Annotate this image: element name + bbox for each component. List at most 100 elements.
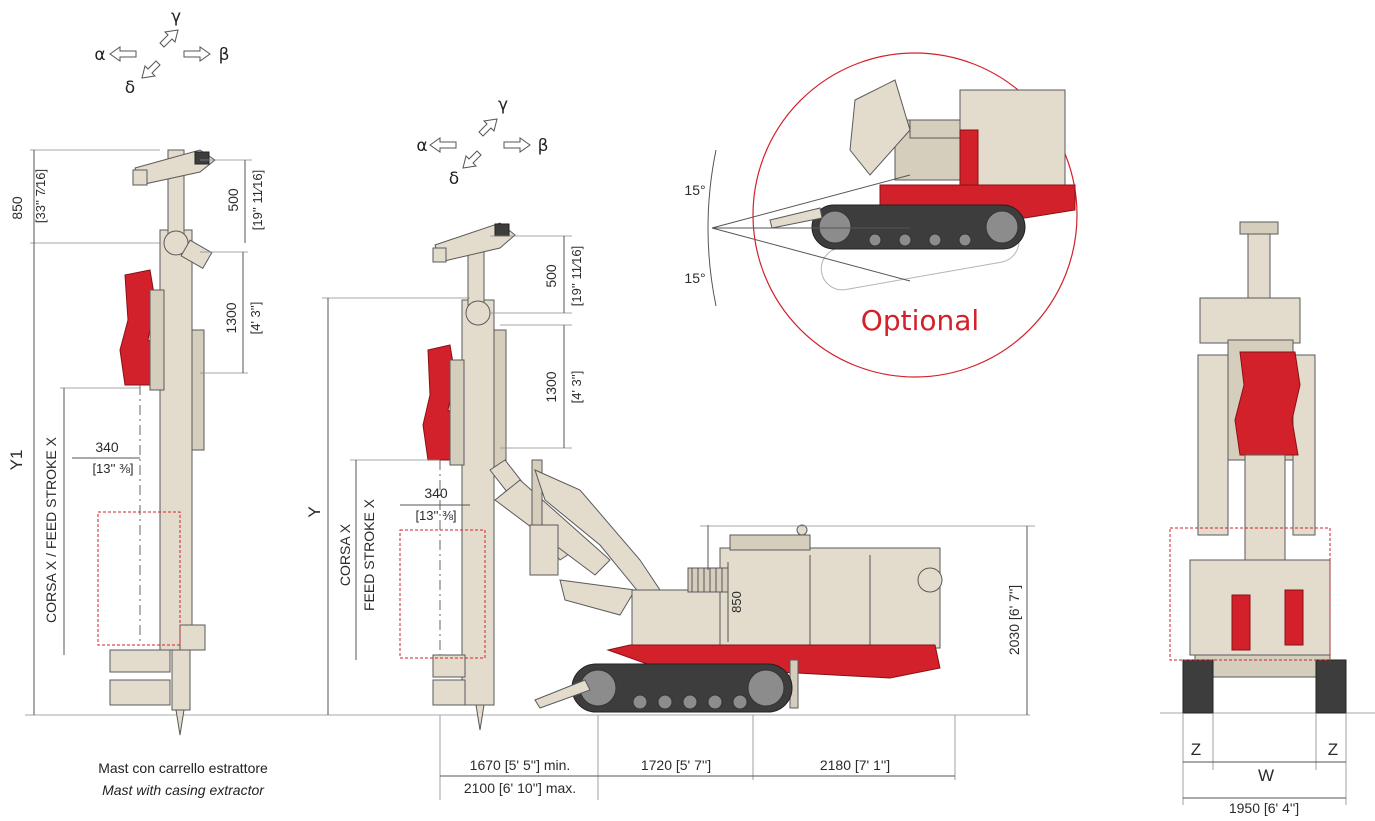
front-left-panel: [1197, 354, 1229, 536]
dim-y: Y: [305, 506, 324, 517]
dim-1300-in: [4' 3'']: [248, 302, 263, 335]
dim-w: W: [1258, 766, 1274, 785]
dim-stroke: CORSA X / FEED STROKE X: [43, 436, 59, 623]
mast-cylinder-head: [180, 239, 213, 269]
caption-english: Mast with casing extractor: [102, 782, 265, 798]
mast-rail: [493, 329, 507, 471]
gamma-label: γ: [498, 95, 508, 115]
arrow-right-icon: [503, 137, 531, 153]
mast-head-pulley: [432, 247, 447, 263]
direction-arrows-left: γ α β δ: [94, 7, 229, 98]
front-rotary-head: [1234, 351, 1301, 456]
track-roller: [898, 233, 912, 247]
alpha-label: α: [416, 136, 427, 156]
dim-850: 850: [9, 196, 25, 220]
track-roller: [928, 233, 942, 247]
dim-340: 340: [424, 485, 448, 501]
arrow-left-icon: [429, 137, 457, 153]
track-wheel: [985, 210, 1019, 244]
dim-340-in: [13'' ⅜]: [415, 508, 456, 523]
dim-2100: 2100 [6' 10''] max.: [464, 780, 576, 796]
mast-spike: [475, 704, 485, 731]
beta-label: β: [219, 45, 230, 65]
arrow-down-icon: [462, 150, 482, 169]
extractor-block: [179, 624, 206, 651]
carriage-frame: [449, 359, 465, 466]
angle-down: 15°: [684, 270, 705, 286]
track-roller: [632, 694, 648, 710]
arrow-right-icon: [183, 46, 211, 62]
direction-arrows-center: γ α β δ: [416, 95, 548, 189]
detail-blade: [769, 207, 823, 229]
front-body: [1189, 559, 1331, 656]
arrow-down-icon: [141, 60, 161, 79]
dim-2030: 2030 [6' 7'']: [1006, 585, 1022, 655]
front-red-right: [1284, 589, 1304, 646]
mast-joint: [465, 300, 491, 326]
front-view-machine: Z Z W 1950 [6' 4'']: [1169, 221, 1347, 816]
stroke-zone: [97, 511, 181, 646]
track-roller: [657, 694, 673, 710]
angle-arc: [707, 149, 717, 307]
front-chassis: [1194, 654, 1331, 678]
carriage-frame: [149, 289, 165, 391]
cabin-left: [631, 589, 725, 646]
delta-label: δ: [449, 169, 459, 189]
track-wheel: [818, 210, 852, 244]
dim-500: 500: [543, 264, 559, 288]
lower-clamp-2: [109, 679, 171, 706]
side-view-machine: 500 [19'' 11⁄16] 1300 [4' 3''] Y CORSA X…: [305, 222, 1035, 800]
caption-italian: Mast con carrello estrattore: [98, 760, 268, 776]
front-mast-head: [1239, 221, 1279, 235]
front-blade: [534, 679, 591, 709]
dim-500: 500: [225, 188, 241, 212]
dim-2180: 2180 [7' 1'']: [820, 757, 890, 773]
beta-label: β: [538, 136, 549, 156]
mast-head-block: [494, 223, 510, 237]
mast-rail: [191, 329, 205, 451]
mast-beam: [461, 299, 495, 706]
engine-housing: [719, 547, 941, 649]
mast-head-pulley: [132, 169, 148, 186]
front-track-left: [1182, 659, 1214, 714]
angle-line-down: [711, 227, 911, 282]
arrow-up-icon: [159, 29, 179, 48]
dim-1720: 1720 [5' 7'']: [641, 757, 711, 773]
track-roller: [958, 233, 972, 247]
mast-head-block: [194, 151, 210, 165]
radiator-fins: [687, 567, 729, 593]
top-rail: [729, 534, 811, 551]
detail-track: [811, 204, 1026, 250]
front-stroke-zone: [1169, 527, 1331, 661]
dim-340-in: [13'' ⅜]: [92, 461, 133, 476]
dim-1300: 1300: [543, 371, 559, 402]
detail-red-panel: [959, 129, 979, 186]
angle-line-up: [711, 174, 911, 229]
dim-stroke-en: FEED STROKE X: [361, 498, 377, 611]
dim-y1: Y1: [7, 450, 26, 471]
dim-z-left: Z: [1191, 740, 1201, 759]
gamma-label: γ: [171, 7, 181, 27]
mast-beam: [159, 229, 193, 651]
track-wheel: [747, 669, 785, 707]
dim-850: 850: [729, 591, 744, 613]
lower-clamp-1: [109, 649, 171, 673]
detail-fins: [909, 119, 961, 139]
alpha-label: α: [94, 45, 105, 65]
dim-850-in: [33'' 7⁄16]: [33, 169, 48, 223]
dim-stroke-it: CORSA X: [337, 523, 353, 586]
front-upper-frame: [1199, 297, 1301, 344]
dim-500-in: [19'' 11⁄16]: [250, 170, 265, 230]
mast-foot: [171, 649, 191, 711]
side-motor: [917, 567, 943, 593]
mast-spike: [175, 709, 185, 736]
stroke-zone: [399, 529, 486, 659]
dim-1670: 1670 [5' 5''] min.: [470, 757, 571, 773]
delta-label: δ: [125, 78, 135, 98]
dim-1950: 1950 [6' 4'']: [1229, 800, 1299, 816]
angle-up: 15°: [684, 182, 705, 198]
arrow-up-icon: [478, 118, 498, 137]
dim-z-right: Z: [1328, 740, 1338, 759]
front-track-right: [1315, 659, 1347, 714]
